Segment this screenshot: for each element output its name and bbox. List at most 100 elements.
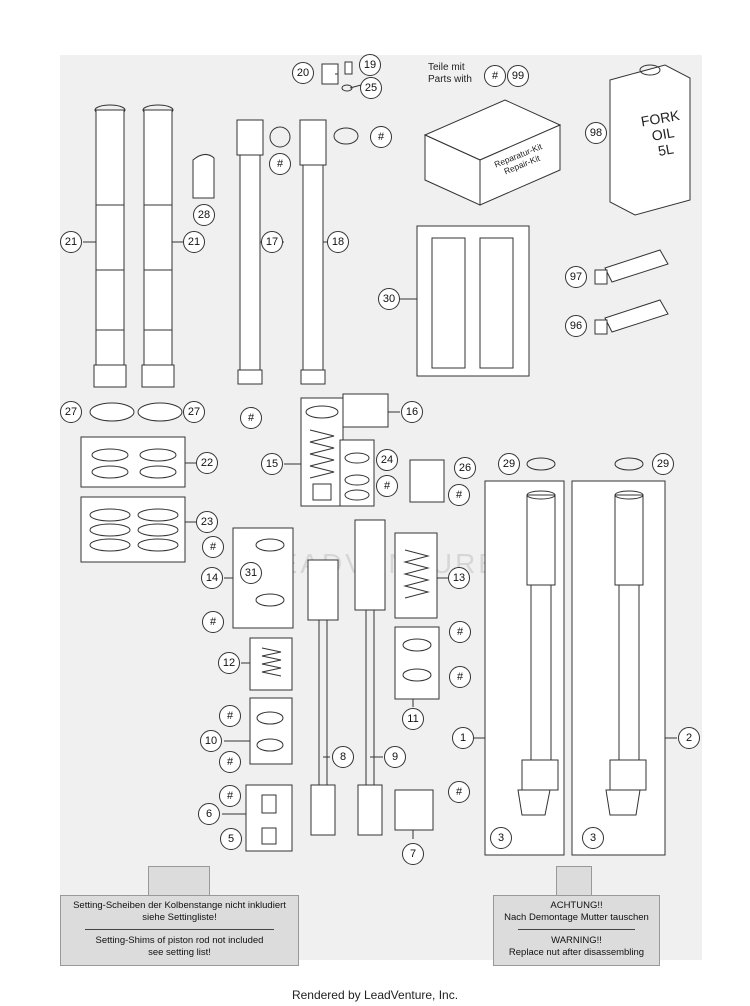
callout-21a: 21 (60, 231, 82, 253)
frame-fork-1 (484, 480, 565, 856)
callout--hash-26: # (448, 484, 470, 506)
note-left-de2: siehe Settingliste! (142, 912, 217, 923)
callout--hash-17: # (269, 153, 291, 175)
frame-24 (339, 439, 375, 507)
callout-6: 6 (198, 803, 220, 825)
fork-leg-2 (605, 490, 647, 816)
footer-credit: Rendered by LeadVenture, Inc. (291, 988, 459, 1002)
callout-18: 18 (327, 231, 349, 253)
callout-98: 98 (585, 122, 607, 144)
kit-label-line1: Teile mit (428, 62, 465, 73)
callout-14: 14 (201, 567, 223, 589)
kit-label: Teile mit Parts with (428, 62, 488, 86)
callout--hash-11b: # (449, 666, 471, 688)
note-right-de1: ACHTUNG!! (550, 900, 603, 911)
callout-7: 7 (402, 843, 424, 865)
callout-3b: 3 (582, 827, 604, 849)
frame-16 (342, 393, 389, 428)
callout-13: 13 (448, 567, 470, 589)
callout-17: 17 (261, 231, 283, 253)
repair-kit-box (423, 99, 562, 206)
note-right-en1: WARNING!! (551, 935, 602, 946)
grease-tube-96 (594, 299, 669, 335)
ring-29-right (614, 457, 644, 471)
note-left-en1: Setting-Shims of piston rod not included (95, 935, 264, 946)
part-25 (341, 84, 353, 92)
callout-27b: 27 (183, 401, 205, 423)
can-text: FORK OIL 5L (634, 106, 692, 162)
note-right: ACHTUNG!! Nach Demontage Mutter tauschen… (493, 895, 660, 966)
frame-7 (394, 789, 434, 831)
frame-12 (249, 637, 293, 691)
callout-19: 19 (359, 54, 381, 76)
callout-11: 11 (402, 708, 424, 730)
callout--hash-6: # (219, 785, 241, 807)
callout-31: 31 (240, 562, 262, 584)
callout--hash-10a: # (219, 705, 241, 727)
note-left: Setting-Scheiben der Kolbenstange nicht … (60, 895, 299, 966)
cartridge-tube-18 (299, 119, 327, 385)
sleeve-28 (192, 154, 215, 199)
frame-26 (409, 459, 445, 503)
note-right-tab (556, 866, 592, 897)
frame-11 (394, 626, 440, 700)
part-19 (344, 61, 353, 75)
callout-9: 9 (384, 746, 406, 768)
callout-24: 24 (376, 449, 398, 471)
note-left-de1: Setting-Scheiben der Kolbenstange nicht … (73, 900, 286, 911)
protector-right (479, 237, 514, 369)
o-ring-17 (269, 126, 291, 148)
callout-15: 15 (261, 453, 283, 475)
callout-26: 26 (454, 457, 476, 479)
callout-30: 30 (378, 288, 400, 310)
fork-leg-1 (517, 490, 559, 816)
frame-15 (300, 397, 344, 507)
callout-23: 23 (196, 511, 218, 533)
callout-28: 28 (193, 204, 215, 226)
note-right-en2: Replace nut after disassembling (508, 947, 645, 958)
callout-25: 25 (360, 77, 382, 99)
o-ring-18 (333, 127, 359, 145)
callout-8: 8 (332, 746, 354, 768)
outer-tube-left (93, 104, 127, 388)
frame-23 (80, 496, 186, 563)
outer-tube-right (141, 104, 175, 388)
callout-21b: 21 (183, 231, 205, 253)
fork-oil-can (609, 64, 691, 216)
callout-20: 20 (292, 62, 314, 84)
grease-tube-97 (594, 249, 669, 285)
piston-rod-8 (307, 559, 339, 836)
frame-13 (394, 532, 438, 619)
callout--hash-7: # (448, 781, 470, 803)
frame-30 (416, 225, 530, 377)
callout-96: 96 (565, 315, 587, 337)
callout-12: 12 (218, 652, 240, 674)
note-right-de2: Nach Demontage Mutter tauschen (504, 912, 649, 923)
callout-97: 97 (565, 266, 587, 288)
nut-27-left (89, 402, 135, 422)
frame-10 (249, 697, 293, 765)
piston-rod-9 (354, 519, 386, 836)
note-left-tab (148, 866, 210, 897)
callout-99: 99 (507, 65, 529, 87)
callout-1: 1 (452, 727, 474, 749)
frame-6 (245, 784, 293, 852)
callout--hash-top: # (370, 126, 392, 148)
callout-16: 16 (401, 401, 423, 423)
callout--hash-10b: # (219, 751, 241, 773)
callout--hash-99: # (484, 65, 506, 87)
callout-29b: 29 (652, 453, 674, 475)
callout-2: 2 (678, 727, 700, 749)
nut-27-right (137, 402, 183, 422)
protector-left (431, 237, 466, 369)
callout-10: 10 (200, 730, 222, 752)
ring-29-left (526, 457, 556, 471)
callout-5: 5 (220, 828, 242, 850)
callout--hash-14b: # (202, 611, 224, 633)
note-left-en2: see setting list! (148, 947, 211, 958)
callout--hash-24: # (376, 475, 398, 497)
frame-22 (80, 436, 186, 488)
callout--hash-11a: # (449, 621, 471, 643)
